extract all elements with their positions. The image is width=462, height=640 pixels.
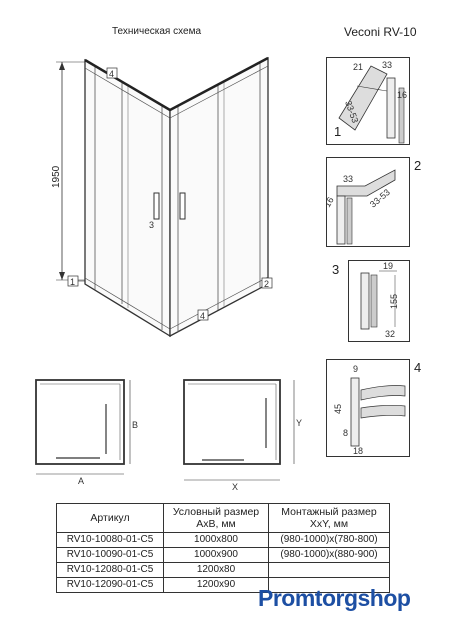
detail-2-number: 2 (414, 158, 422, 173)
table-row: RV10-10090-01-C5 1000x900 (980-1000)x(88… (56, 547, 390, 563)
height-dimension: 1950 (51, 165, 62, 188)
table-row: RV10-12090-01-C5 1200x90 (56, 577, 390, 593)
detail-2-dim-33: 33 (343, 174, 353, 184)
detail-4-dim-45: 45 (333, 404, 343, 414)
detail-3-panel: 19 155 32 (348, 260, 410, 342)
detail-4-dim-18: 18 (353, 446, 363, 456)
table-row: RV10-10080-01-C5 1000x800 (980-1000)x(78… (56, 532, 390, 548)
header-article: Артикул (56, 503, 164, 533)
sheet-title: Техническая схема (112, 26, 202, 37)
cell-nominal: 1200x90 (163, 577, 269, 593)
detail-3-handle: 19 155 32 (360, 261, 399, 339)
detail-4-number: 4 (414, 360, 422, 375)
plan-left-width-label: A (78, 476, 84, 486)
plan-right-depth-label: Y (296, 418, 302, 428)
cell-mounting (268, 562, 390, 578)
detail-3-dim-155: 155 (389, 294, 399, 309)
header-mounting-size: Монтажный размер XxY, мм (268, 503, 390, 533)
detail-1-dim-33: 33 (382, 60, 392, 70)
plan-view-left: B A (35, 379, 138, 486)
cell-mounting: (980-1000)x(880-900) (268, 547, 390, 563)
cell-article: RV10-10090-01-C5 (56, 547, 164, 563)
cell-article: RV10-10080-01-C5 (56, 532, 164, 548)
detail-1-profile: 21 33 33-53 16 (338, 60, 407, 144)
table-header-row: Артикул Условный размер АхВ, мм Монтажны… (56, 503, 390, 533)
cell-nominal: 1000x800 (163, 532, 269, 548)
cell-nominal: 1200x80 (163, 562, 269, 578)
plan-right-width-label: X (232, 482, 238, 492)
logo-text-promtorg: Promtorg (258, 585, 358, 611)
callout-3: 3 (149, 220, 154, 230)
detail-4-panel: 9 45 8 18 (326, 359, 410, 457)
cell-article: RV10-12080-01-C5 (56, 562, 164, 578)
main-enclosure-drawing: 1950 4 3 1 2 4 (51, 56, 273, 338)
detail-1-number: 1 (334, 124, 342, 139)
detail-2-panel: 33 33-53 16 (322, 157, 410, 247)
callout-4-top: 4 (109, 69, 114, 79)
header-nominal-size: Условный размер АхВ, мм (163, 503, 269, 533)
cell-article: RV10-12090-01-C5 (56, 577, 164, 593)
detail-1-dim-16: 16 (397, 90, 407, 100)
model-name: Veconi RV-10 (344, 25, 417, 39)
detail-3-number: 3 (332, 262, 340, 277)
plan-left-depth-label: B (132, 420, 138, 430)
detail-1-panel: 21 33 33-53 16 (326, 57, 410, 145)
detail-2-dim-16: 16 (327, 195, 336, 209)
cell-mounting: (980-1000)x(780-800) (268, 532, 390, 548)
cell-mounting (268, 577, 390, 593)
promtorgshop-logo: Promtorgshop (258, 585, 411, 612)
callout-4-bottom: 4 (200, 311, 205, 321)
callout-2: 2 (264, 279, 269, 289)
cell-nominal: 1000x900 (163, 547, 269, 563)
detail-2-profile: 33 33-53 16 (322, 169, 396, 245)
table-row: RV10-12080-01-C5 1200x80 (56, 562, 390, 578)
callout-1: 1 (70, 277, 75, 287)
detail-1-dim-21: 21 (353, 62, 363, 72)
logo-text-shop: shop (357, 585, 411, 611)
detail-4-dim-9: 9 (353, 364, 358, 374)
detail-4-dim-8: 8 (343, 428, 348, 438)
plan-view-right: Y X (183, 379, 302, 492)
detail-3-dim-19: 19 (383, 261, 393, 271)
spec-table: Артикул Условный размер АхВ, мм Монтажны… (56, 503, 390, 593)
detail-3-dim-32: 32 (385, 329, 395, 339)
detail-4-roller: 9 45 8 18 (333, 364, 406, 456)
